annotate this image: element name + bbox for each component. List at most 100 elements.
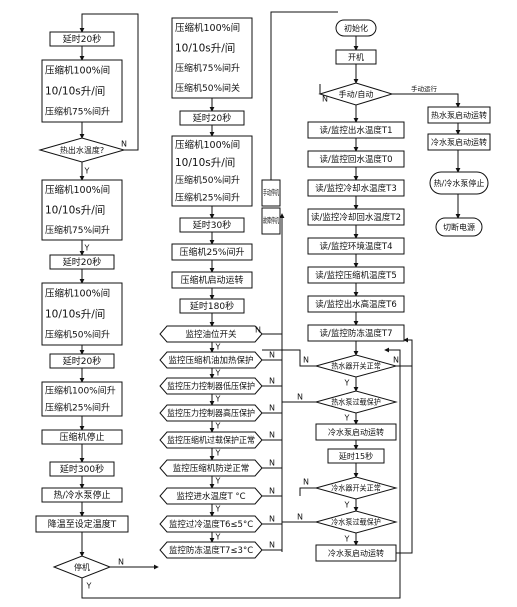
process-box-comp100_d1 [41, 381, 123, 417]
branch-label: N [269, 459, 275, 468]
process-box-delay20c [49, 353, 115, 369]
decision-d2 [314, 390, 398, 414]
monitor-m3 [159, 377, 263, 395]
branch-label: N [322, 95, 328, 104]
decision-hotcheck [38, 137, 126, 163]
label-m3: 监控压力控制器低压保护 [167, 381, 255, 392]
branch-label: Y [344, 414, 350, 423]
label-hotpumprun: 热水泵启动运转 [431, 110, 487, 120]
label-d3: 冷水器开关正常 [331, 483, 381, 493]
branch-label: N [269, 404, 275, 413]
terminal-pumpstop2 [429, 171, 489, 195]
branch-label: N [269, 431, 275, 440]
process-box-r3 [307, 179, 405, 197]
label-comp25_f: 压缩机25%间升 [175, 191, 240, 203]
label-m7: 监控进水温度T °C [176, 491, 245, 502]
process-box-comp25_g [171, 243, 253, 261]
process-box-coldpumprun [427, 133, 491, 151]
process-box-compstart [171, 271, 253, 289]
label-comp75_a: 压缩机75%间升 [45, 106, 110, 118]
shutdown-return [81, 347, 401, 599]
label-r2: 读/监控回水温度T0 [320, 154, 393, 165]
label-faultstop: 故障停机 [263, 215, 279, 225]
decision-manualauto [318, 82, 394, 106]
branch-label: N [303, 478, 309, 487]
process-box-r6 [307, 266, 405, 284]
process-box-hotpumprun [427, 106, 491, 124]
process-box-r1 [307, 121, 405, 139]
connector [262, 349, 316, 367]
monitor-m4 [159, 404, 263, 422]
branch-label: N [269, 487, 275, 496]
process-box-r8 [307, 324, 405, 342]
branch-label: Y [215, 395, 221, 404]
label-r1: 读/监控出水温度T1 [320, 125, 393, 136]
process-box-comp100_c1 [41, 282, 123, 346]
label-manualauto: 手动/自动 [339, 89, 374, 99]
branch-label: Y [86, 582, 92, 591]
label-r8: 读/监控防冻温度T7 [320, 328, 393, 339]
label-m2: 监控压缩机油加热保护 [168, 355, 253, 366]
process-box-lowerto [35, 515, 129, 533]
label-init: 初始化 [344, 23, 368, 33]
label-m6: 监控压缩机防逆正常 [173, 463, 250, 474]
process-box-poweron [335, 49, 377, 65]
label-delay300: 延时300秒 [60, 463, 104, 475]
label-m9: 监控防冻温度T7≤3°C [169, 545, 253, 556]
process-box-comp100_a1 [41, 59, 123, 123]
label-delay20d: 延时20秒 [193, 112, 231, 124]
label-coldpumprun: 冷水泵启动运转 [431, 137, 487, 147]
label-delay30: 延时30秒 [193, 219, 231, 231]
monitor-m8 [159, 515, 263, 533]
process-box-delay15 [327, 448, 385, 464]
label-shutdown: 停机 [74, 562, 90, 572]
process-box-delay20a [49, 31, 115, 47]
label-comp25_g: 压缩机25%间升 [179, 246, 244, 258]
label-comp1010_b: 10/10s升/间 [45, 204, 105, 217]
branch-label: N [121, 140, 127, 149]
connector [299, 487, 316, 496]
label-comp1010_e: 10/10s升/间 [175, 42, 235, 55]
process-box-faultstop [261, 207, 281, 235]
branch-label: Y [215, 422, 221, 431]
branch-label: Y [215, 343, 221, 352]
label-m8: 监控过冷温度T6≤5°C [169, 519, 253, 530]
label-r3: 读/监控冷却水温度T3 [315, 183, 396, 194]
label-delay20b: 延时20秒 [63, 256, 101, 268]
label-comp25_d: 压缩机25%间升 [45, 402, 110, 414]
decision-shutdown [52, 555, 112, 579]
process-box-pumpstart1 [315, 423, 397, 441]
branch-label: N [269, 351, 275, 360]
label-compstop: 压缩机停止 [59, 431, 104, 443]
label-comp50_c: 压缩机50%间升 [45, 329, 110, 341]
process-box-delay20d [179, 110, 245, 126]
branch-label: Y [344, 379, 350, 388]
process-box-pumpstart2 [315, 544, 397, 562]
process-box-r5 [307, 237, 405, 255]
label-comp75_b: 压缩机75%间升 [45, 224, 110, 236]
terminal-powercut [435, 217, 483, 237]
branch-label: N [393, 356, 399, 365]
branch-label: N [118, 558, 124, 567]
label-compstart: 压缩机启动运转 [180, 274, 243, 286]
branch-label: N [269, 515, 275, 524]
connector [270, 11, 338, 180]
process-box-delay20b [49, 254, 115, 270]
monitor-m2 [159, 351, 263, 369]
label-r5: 读/监控环境温度T4 [320, 241, 393, 252]
label-manualrun: 手动运行 [411, 84, 438, 93]
label-delay180: 延时180秒 [190, 300, 234, 312]
branch-label: Y [215, 449, 221, 458]
connector [396, 337, 413, 554]
monitor-m1 [159, 325, 263, 343]
label-delay20a: 延时20秒 [63, 33, 101, 45]
branch-label: N [269, 541, 275, 550]
process-box-comp100_e1 [171, 17, 253, 99]
decision-d3 [314, 476, 398, 500]
label-comp100_f1: 压缩机100%间 [175, 139, 240, 151]
process-box-r4 [307, 208, 405, 226]
label-m1: 监控油位开关 [185, 329, 237, 340]
label-comp100_d1: 压缩机100%间升 [45, 385, 116, 397]
label-pumpstart2: 冷水泵启动运转 [328, 548, 384, 558]
